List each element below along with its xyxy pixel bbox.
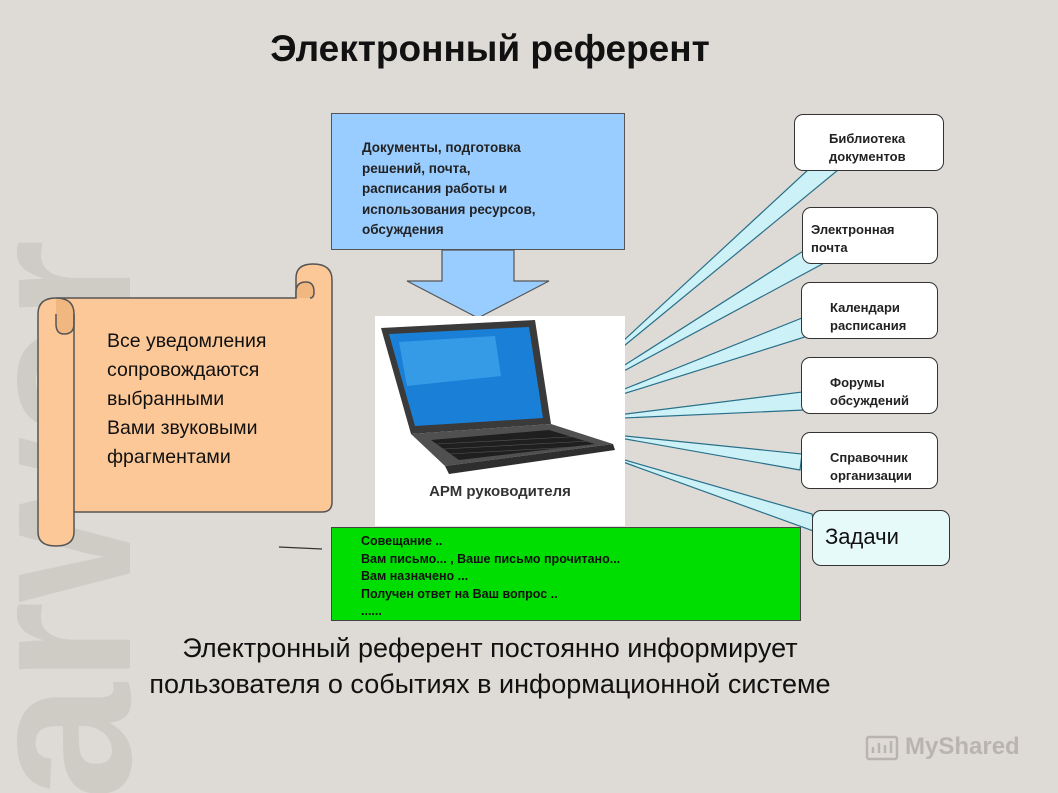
module-forums-label: Форумы обсуждений xyxy=(830,375,909,408)
event-item: Получен ответ на Ваш вопрос .. xyxy=(361,586,558,601)
module-calendar: Календари расписания xyxy=(801,282,938,339)
event-item: ...... xyxy=(361,604,382,618)
down-arrow xyxy=(406,249,550,319)
module-directory: Справочник организации xyxy=(801,432,938,489)
notification-scroll xyxy=(37,263,333,547)
events-box xyxy=(331,527,801,621)
documents-box-text: Документы, подготовка решений, почта, ра… xyxy=(362,140,536,237)
event-item: Вам письмо... , Ваше письмо прочитано... xyxy=(361,551,621,566)
module-tasks-label: Задачи xyxy=(825,524,899,549)
module-library-label: Библиотека документов xyxy=(829,131,906,164)
module-directory-label: Справочник организации xyxy=(830,450,912,483)
slide-caption: Электронный референт постоянно информиру… xyxy=(149,633,831,699)
laptop-caption: АРМ руководителя xyxy=(429,483,571,500)
module-calendar-label: Календари расписания xyxy=(830,300,907,333)
laptop-icon: АРМ руководителя xyxy=(381,320,615,500)
notification-text: Все уведомления сопровождаются выбранным… xyxy=(107,330,267,468)
event-item: Совещание .. xyxy=(361,534,443,548)
events-connector xyxy=(278,546,323,550)
event-item: Вам назначено ... xyxy=(361,569,469,583)
module-library: Библиотека документов xyxy=(794,114,944,171)
module-email: Электронная почта xyxy=(802,207,938,264)
events-list: Совещание .. Вам письмо... , Ваше письмо… xyxy=(361,533,781,621)
module-tasks: Задачи xyxy=(812,510,950,566)
module-forums: Форумы обсуждений xyxy=(801,357,938,414)
laptop-panel: АРМ руководителя xyxy=(375,316,625,526)
myshared-logo xyxy=(865,735,899,761)
module-email-label: Электронная почта xyxy=(811,222,895,255)
slide-title: Электронный референт xyxy=(270,28,710,69)
logo-icon xyxy=(865,735,899,761)
myshared-logo-text: MyShared xyxy=(905,733,1020,760)
